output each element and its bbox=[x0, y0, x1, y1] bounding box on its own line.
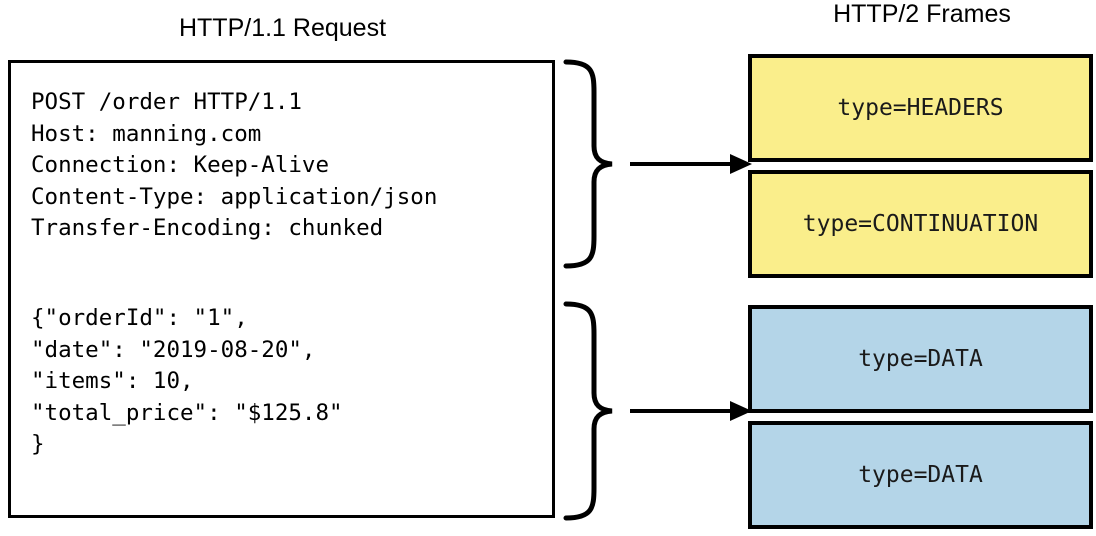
frame-data-first: type=DATA bbox=[748, 305, 1093, 413]
frame-headers: type=HEADERS bbox=[748, 54, 1093, 162]
frame-data-second-label: type=DATA bbox=[858, 461, 983, 488]
request-body-json-text: {"orderId": "1", "date": "2019-08-20", "… bbox=[31, 305, 343, 457]
headers-arrow-head-icon bbox=[730, 154, 752, 174]
http1-request-box: POST /order HTTP/1.1 Host: manning.com C… bbox=[8, 60, 555, 518]
request-headers-text: POST /order HTTP/1.1 Host: manning.com C… bbox=[31, 89, 438, 241]
body-curly-brace-icon bbox=[563, 301, 613, 521]
frame-continuation: type=CONTINUATION bbox=[748, 170, 1093, 278]
headers-brace-arrow-connector bbox=[556, 58, 756, 270]
frame-headers-label: type=HEADERS bbox=[837, 94, 1004, 121]
headers-curly-brace-icon bbox=[563, 59, 613, 269]
frame-data-first-label: type=DATA bbox=[858, 345, 983, 372]
body-brace-arrow-connector bbox=[556, 300, 756, 522]
page-title-http2-frames: HTTP/2 Frames bbox=[833, 0, 1011, 28]
body-arrow-head-icon bbox=[730, 401, 752, 421]
frame-continuation-label: type=CONTINUATION bbox=[802, 210, 1039, 237]
headers-connector-svg bbox=[563, 59, 752, 269]
frame-data-second: type=DATA bbox=[748, 421, 1093, 529]
body-connector-svg bbox=[563, 301, 752, 521]
page-title-http1-request: HTTP/1.1 Request bbox=[178, 14, 387, 42]
